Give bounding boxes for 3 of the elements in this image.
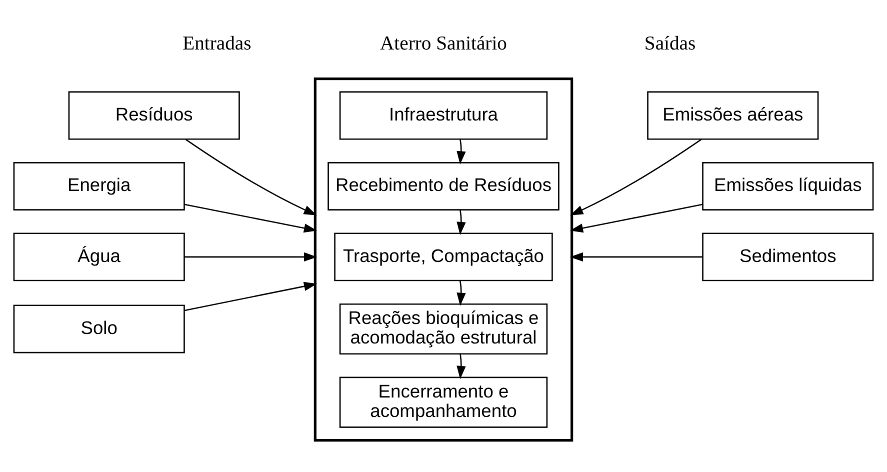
label: Saídas [644,32,696,54]
label: Entradas [182,32,252,54]
label: Aterro Sanitário [380,32,507,54]
